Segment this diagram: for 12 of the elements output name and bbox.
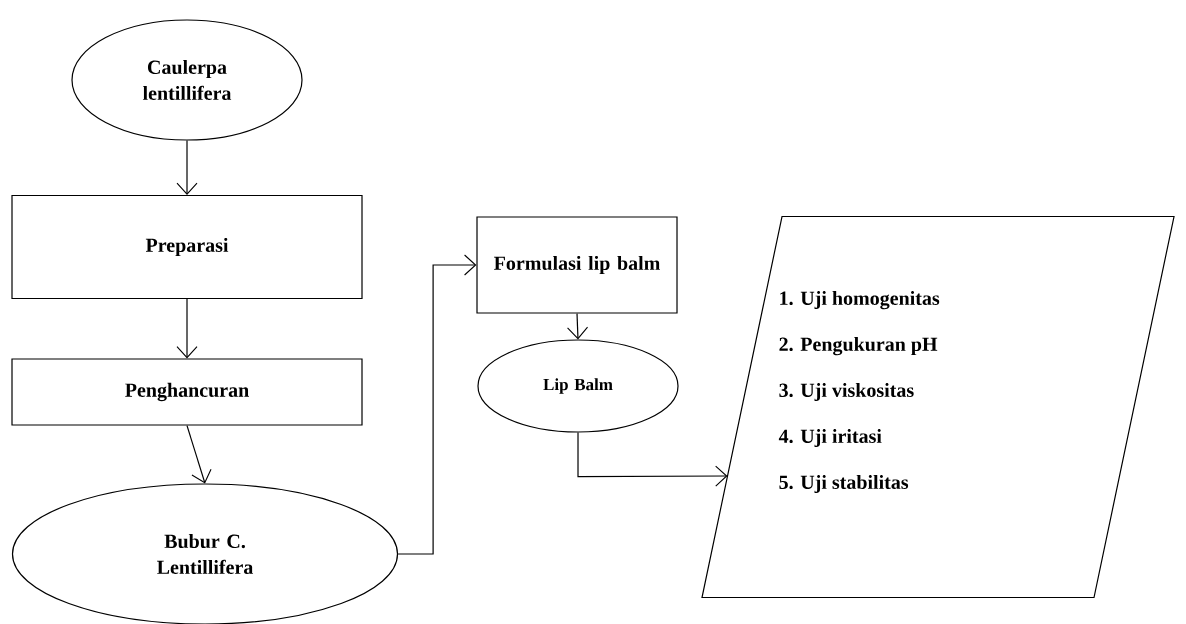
process-box: Penghancuran [11, 358, 363, 426]
arrow [176, 298, 198, 359]
parallelogram: 1. Uji homogenitas 2. Pengukuran pH 3. Uji viskositas 4. Uji iritasi 5. Uji stabilitas [701, 215, 1175, 599]
arrow [397, 254, 477, 555]
process-box: Preparasi [11, 194, 363, 300]
arrow [567, 313, 589, 340]
process-box: Formulasi lip balm [476, 216, 678, 314]
ellipse-node: Lip Balm [477, 339, 679, 433]
arrow [176, 140, 198, 195]
arrow [577, 432, 728, 487]
ellipse-node: Caulerpa lentillifera [71, 19, 303, 141]
arrow [186, 425, 212, 484]
